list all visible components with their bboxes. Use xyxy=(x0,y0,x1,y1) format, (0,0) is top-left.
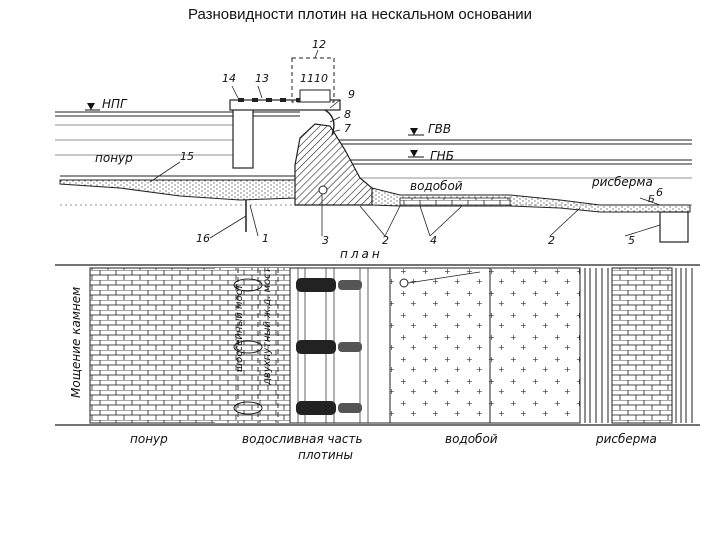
plan-label-spillway-2: плотины xyxy=(298,448,353,462)
drain-3 xyxy=(318,185,328,195)
npg-marker: НПГ xyxy=(85,97,128,111)
vodoboi-label: водобой xyxy=(410,179,463,193)
end-sill xyxy=(659,211,689,243)
callout-14: 14 xyxy=(222,72,236,85)
plan-end-stripes xyxy=(675,268,693,423)
callout-2-left: 2 xyxy=(382,234,389,247)
plan-label-shosseinyi: шоссейный мост xyxy=(234,283,245,372)
callout-4: 4 xyxy=(430,234,437,247)
plan-risberma-dots xyxy=(489,267,581,424)
risberma-label: рисберма xyxy=(591,175,653,189)
callout-13: 13 xyxy=(255,72,269,85)
gnb-label: ГНБ xyxy=(430,149,454,163)
plan-ponur-clear xyxy=(215,268,290,423)
plan-heading: план xyxy=(340,247,383,261)
tailwater-lines xyxy=(330,139,692,179)
dam-pier xyxy=(232,107,254,169)
plan-label-spillway-1: водосливная часть xyxy=(242,432,363,446)
gate-housing xyxy=(299,89,331,103)
callout-1: 1 xyxy=(262,232,269,245)
slide-title: Разновидности плотин на нескальном основ… xyxy=(187,6,533,23)
callout-16: 16 xyxy=(196,232,210,245)
plan-label-risberma: рисберма xyxy=(595,432,657,446)
gvv-marker: ГВВ xyxy=(408,122,451,136)
ponur-label: понур xyxy=(95,151,133,165)
plan-label-dvukhputnyi: двухпутный ж.д. мост xyxy=(262,266,273,386)
vodoboi-blocks xyxy=(399,197,511,207)
callout-6: 6 xyxy=(656,186,663,199)
gnb-marker: ГНБ xyxy=(408,149,454,163)
callout-8: 8 xyxy=(344,108,351,121)
plan-piers xyxy=(296,278,362,415)
plan-pier-ovals xyxy=(233,278,263,415)
headwater-lines xyxy=(55,111,300,156)
spillway-body xyxy=(294,123,373,206)
plan-label-ponur: понур xyxy=(130,432,168,446)
leader-lines xyxy=(149,49,661,239)
plan-risberma-stripes xyxy=(584,268,609,423)
plan-label-vodoboi: водобой xyxy=(445,432,498,446)
plan-risberma-bricks xyxy=(611,267,673,424)
letter-b: Б xyxy=(648,194,655,205)
dam-section: НПГ ГВВ ГНБ понур xyxy=(55,38,692,247)
callout-3: 3 xyxy=(322,234,329,247)
dam-plan: Мощение камнем шоссейный мост двухпутный… xyxy=(55,264,700,462)
callout-10: 10 xyxy=(314,72,328,85)
callout-12: 12 xyxy=(312,38,326,51)
callout-11: 11 xyxy=(300,72,314,85)
plan-vodoboi xyxy=(389,267,491,424)
ponur-apron xyxy=(59,179,296,201)
plan-marker-4 xyxy=(399,278,409,288)
callout-9: 9 xyxy=(348,88,355,101)
gvv-label: ГВВ xyxy=(428,122,451,136)
bridge-dashes xyxy=(237,268,279,423)
npg-label: НПГ xyxy=(102,97,128,111)
callout-15: 15 xyxy=(180,150,194,163)
callout-2-right: 2 xyxy=(548,234,555,247)
callout-5: 5 xyxy=(628,234,635,247)
callout-7: 7 xyxy=(344,122,351,135)
plan-label-moshchenie: Мощение камнем xyxy=(69,287,83,398)
